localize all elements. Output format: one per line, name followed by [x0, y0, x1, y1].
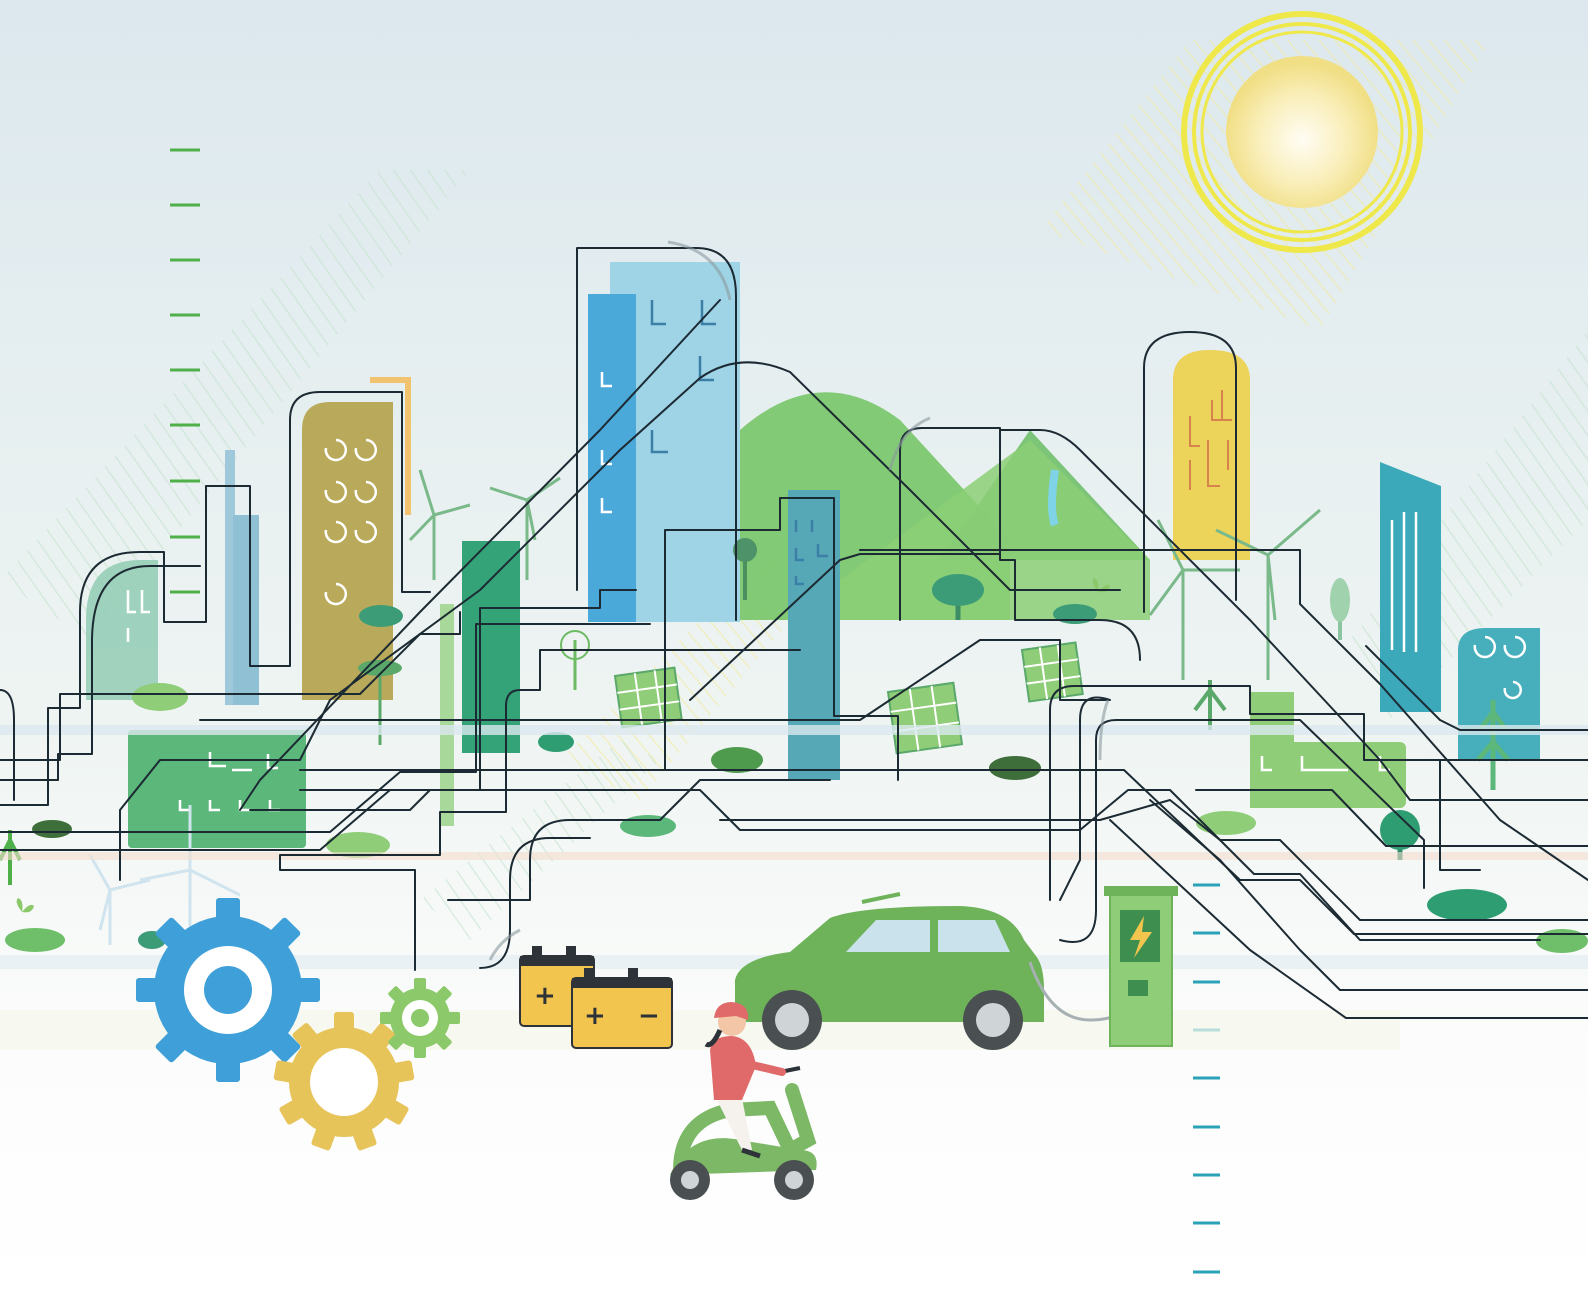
battery-minus-label: − [638, 1001, 660, 1031]
building-windows-yellow [1189, 390, 1232, 490]
butterfly-icon [16, 578, 1110, 913]
battery-plus-label: + [534, 981, 556, 1011]
gear-icon [136, 898, 460, 1151]
ruler-ticks-left [170, 148, 200, 594]
sun-icon [1181, 11, 1423, 253]
battery-icon: + + − [519, 946, 673, 1049]
circuit-lines-accent [488, 240, 1110, 961]
rider-icon [704, 1002, 786, 1159]
wind-turbine-icon [88, 469, 1321, 945]
waterfall-icon [1048, 469, 1059, 527]
scooter-icon [670, 1066, 817, 1200]
circuit-lines [0, 247, 1588, 1019]
building-windows-dark [650, 300, 828, 586]
charging-station-icon [1104, 886, 1178, 1047]
car-icon [735, 892, 1140, 1050]
battery-plus-label: + [584, 1001, 606, 1031]
lightning-bolt-icon [1130, 916, 1152, 958]
building-windows [126, 372, 1527, 812]
tree-icon [0, 538, 1510, 885]
